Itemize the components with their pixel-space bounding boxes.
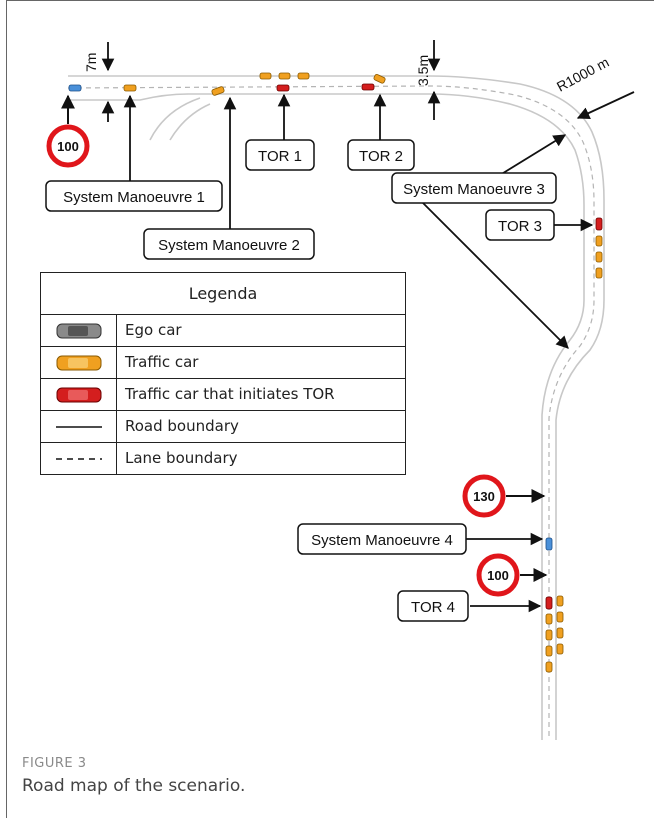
tor-car-icon bbox=[41, 379, 117, 410]
legend-label: Lane boundary bbox=[125, 449, 238, 467]
callout-arrows bbox=[123, 93, 594, 613]
traffic-car bbox=[556, 627, 564, 639]
legend-label: Road boundary bbox=[125, 417, 239, 435]
legend-label: Traffic car bbox=[125, 353, 199, 371]
traffic-car bbox=[595, 267, 603, 279]
tor-car bbox=[545, 596, 553, 610]
callout-tor4-label: TOR 4 bbox=[411, 599, 455, 616]
traffic-car bbox=[278, 72, 291, 80]
dimension-3-5m: 3.5m bbox=[415, 40, 441, 120]
traffic-car bbox=[259, 72, 272, 80]
traffic-car bbox=[595, 251, 603, 263]
speed-sign-value: 100 bbox=[57, 139, 79, 154]
radius-annotation: R1000 m bbox=[554, 54, 635, 119]
traffic-car bbox=[545, 661, 553, 673]
dimension-7m-label: 7m bbox=[83, 53, 99, 72]
speed-sign-100-top: 100 bbox=[46, 94, 90, 168]
cars-right bbox=[595, 217, 603, 279]
callout-tor3: TOR 3 bbox=[485, 209, 555, 241]
legend-row: Lane boundary bbox=[41, 443, 405, 474]
traffic-car bbox=[211, 86, 225, 96]
radius-label: R1000 m bbox=[554, 54, 612, 95]
cars-top bbox=[68, 72, 386, 96]
callout-sm4-label: System Manoeuvre 4 bbox=[311, 532, 453, 549]
figure-label: FIGURE 3 bbox=[22, 756, 87, 771]
legend-label: Traffic car that initiates TOR bbox=[125, 385, 335, 403]
callout-sm1: System Manoeuvre 1 bbox=[45, 180, 223, 212]
top-rule bbox=[6, 0, 654, 1]
callout-sm2-label: System Manoeuvre 2 bbox=[158, 237, 300, 254]
dimension-3-5m-label: 3.5m bbox=[415, 55, 431, 86]
callout-tor2: TOR 2 bbox=[347, 139, 415, 171]
tor-car bbox=[361, 83, 375, 91]
callout-sm3: System Manoeuvre 3 bbox=[391, 172, 557, 204]
callout-tor1: TOR 1 bbox=[245, 139, 315, 171]
legend-table: Legenda Ego car Traffic car Traffic car … bbox=[40, 272, 406, 475]
callout-tor3-label: TOR 3 bbox=[498, 218, 542, 235]
traffic-car bbox=[556, 611, 564, 623]
tor-car bbox=[595, 217, 603, 231]
legend-label: Ego car bbox=[125, 321, 182, 339]
callout-tor2-label: TOR 2 bbox=[359, 148, 403, 165]
legend-row: Road boundary bbox=[41, 411, 405, 443]
dimension-7m: 7m bbox=[83, 42, 115, 122]
left-rule bbox=[6, 0, 7, 818]
callout-tor1-label: TOR 1 bbox=[258, 148, 302, 165]
callout-tor4: TOR 4 bbox=[397, 590, 469, 622]
callout-sm4: System Manoeuvre 4 bbox=[297, 523, 467, 555]
callout-sm3-label: System Manoeuvre 3 bbox=[403, 181, 545, 198]
ego-car bbox=[68, 84, 82, 92]
legend-row: Ego car bbox=[41, 315, 405, 347]
legend-row: Traffic car bbox=[41, 347, 405, 379]
legend-title: Legenda bbox=[41, 273, 405, 315]
dashed-line-icon bbox=[41, 443, 117, 474]
callout-sm2: System Manoeuvre 2 bbox=[143, 228, 315, 260]
traffic-car-icon bbox=[41, 347, 117, 378]
traffic-car bbox=[595, 235, 603, 247]
traffic-car bbox=[373, 74, 386, 84]
lane-boundary bbox=[67, 85, 595, 740]
tor-car bbox=[276, 84, 290, 92]
speed-sign-value: 100 bbox=[487, 568, 509, 583]
legend-row: Traffic car that initiates TOR bbox=[41, 379, 405, 411]
traffic-car bbox=[545, 645, 553, 657]
solid-line-icon bbox=[41, 411, 117, 442]
cars-bottom bbox=[545, 537, 564, 673]
traffic-car bbox=[545, 629, 553, 641]
speed-sign-value: 130 bbox=[473, 489, 495, 504]
speed-sign-100-bottom: 100 bbox=[476, 553, 548, 597]
traffic-car bbox=[123, 84, 137, 92]
figure-caption: Road map of the scenario. bbox=[22, 776, 246, 796]
callout-sm1-label: System Manoeuvre 1 bbox=[63, 189, 205, 206]
speed-sign-130: 130 bbox=[462, 474, 546, 518]
ego-car bbox=[545, 537, 553, 551]
traffic-car bbox=[556, 643, 564, 655]
traffic-car bbox=[556, 595, 564, 607]
traffic-car bbox=[545, 613, 553, 625]
ego-car-icon bbox=[41, 315, 117, 346]
traffic-car bbox=[297, 72, 310, 80]
